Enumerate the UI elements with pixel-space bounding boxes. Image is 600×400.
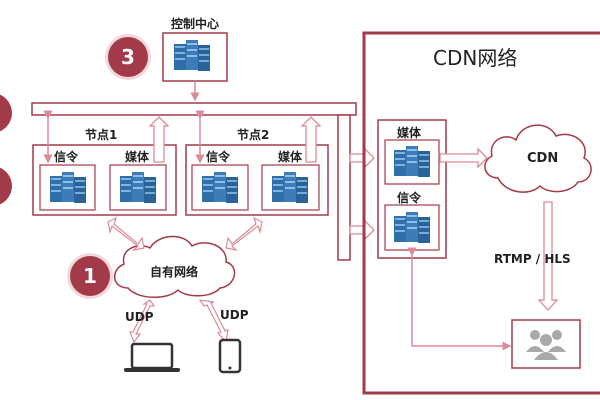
signal-users-arrow (407, 247, 512, 351)
badge-partial-bottom (0, 167, 12, 205)
rtmp-hls-label: RTMP / HLS (494, 252, 571, 266)
node1-label: 节点1 (85, 128, 118, 142)
udp-left-label: UDP (125, 310, 154, 324)
cdn-cloud-label: CDN (527, 151, 559, 166)
cdn-signal-label: 信令 (397, 191, 422, 205)
badge-one: 1 (70, 256, 110, 296)
node1-signal-label: 信令 (54, 150, 79, 164)
cdn-users-arrow (537, 201, 559, 311)
signal-bus (31, 102, 357, 116)
bus-cdn-arrows (349, 147, 375, 241)
node-cloud-arrows (107, 216, 263, 251)
phone-icon (218, 338, 242, 374)
node1-media-label: 媒体 (125, 150, 150, 164)
cdn-network-title: CDN网络 (433, 46, 518, 70)
node2-label: 节点2 (237, 128, 270, 142)
cdn-media-label: 媒体 (397, 126, 422, 140)
media-up-arrows (148, 116, 322, 163)
udp-right-label: UDP (220, 308, 249, 322)
own-network-label: 自有网络 (150, 265, 199, 279)
vertical-bus (337, 114, 351, 261)
badge-partial-top (0, 94, 12, 132)
cdn-network-frame (362, 31, 600, 395)
badge-three: 3 (108, 37, 148, 77)
bus-node-arrows (43, 110, 205, 164)
node2-media-label: 媒体 (278, 150, 303, 164)
node2-signal-label: 信令 (206, 150, 231, 164)
own-network-cloud (114, 235, 236, 298)
media-cdn-arrow (439, 147, 488, 169)
control-center-label: 控制中心 (171, 17, 220, 31)
laptop-icon (124, 342, 180, 372)
users-icon (526, 330, 566, 360)
cdn-cloud (484, 124, 592, 193)
